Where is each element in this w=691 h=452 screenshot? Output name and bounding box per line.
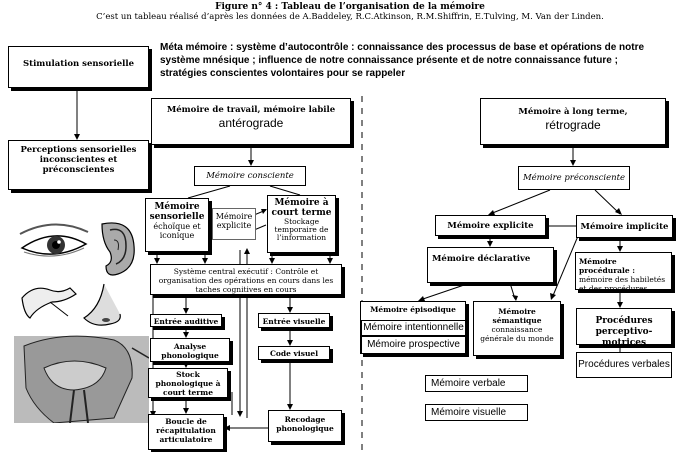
episodic-memory-title: Mémoire épisodique [370,305,456,314]
mouth-section-icon [14,335,149,423]
phonological-analysis-label: Analyse phonologique [161,342,219,360]
semantic-memory-title: Mémoire sémantique [492,307,542,325]
phonological-analysis-box: Analyse phonologique [150,338,230,362]
preconscious-memory-box: Mémoire préconsciente [518,166,630,190]
long-term-memory-box: Mémoire à long terme, rétrograde [480,98,666,145]
stimulation-box: Stimulation sensorielle [8,46,149,88]
long-term-memory-subtitle: rétrograde [545,118,601,132]
procedural-memory-title: Mémoire procédurale : [579,257,636,275]
intentional-memory-box: Mémoire intentionnelle [361,320,466,336]
intentional-memory-label: Mémoire intentionnelle [363,322,464,333]
sensory-memory-title: Mémoire sensorielle [149,202,205,222]
auditory-input-box: Entrée auditive [150,314,222,327]
short-term-memory-sub: Stockage temporaire de l’information [274,217,329,242]
figure-subtitle: C’est un tableau réalisé d’après les don… [96,12,604,22]
working-memory-subtitle: antérograde [218,116,284,130]
conscious-memory-label: Mémoire consciente [206,171,294,181]
prospective-memory-label: Mémoire prospective [367,339,460,350]
conscious-memory-box: Mémoire consciente [194,166,306,186]
semantic-memory-sub: connaissance générale du monde [480,325,554,343]
semantic-memory-box: Mémoire sémantique connaissance générale… [473,301,561,356]
episodic-memory-box: Mémoire épisodique Mémoire intentionnell… [360,301,466,354]
visual-memory-label: Mémoire visuelle [431,407,507,418]
verbal-procedures-box: Procédures verbales [576,352,672,378]
prospective-memory-box: Mémoire prospective [361,336,466,354]
sense-organs-illustration [14,222,149,423]
working-memory-box: Mémoire de travail, mémoire labile antér… [151,98,351,145]
perceptive-motor-label: Procédures perceptivo-motrices [595,316,653,348]
verbal-memory-label: Mémoire verbale [431,378,506,389]
ear-icon [101,222,135,276]
meta-memory-text: Méta mémoire : système d’autocontrôle : … [160,42,645,79]
implicit-memory-box: Mémoire implicite [576,215,673,238]
perceptions-box: Perceptions sensorielles inconscientes e… [8,140,149,190]
verbal-memory-box: Mémoire verbale [425,375,528,392]
central-executive-box: Système central exécutif : Contrôle et o… [150,264,342,295]
auditory-input-label: Entrée auditive [153,317,219,326]
explicit-memory-label: Mémoire explicite [447,221,534,231]
declarative-memory-box: Mémoire déclarative [427,247,554,283]
visual-code-box: Code visuel [258,346,330,360]
long-term-memory-title: Mémoire à long terme, [518,107,628,117]
articulatory-loop-box: Boucle de récapitulation articulatoire [148,414,224,450]
visual-input-label: Entrée visuelle [262,317,326,326]
hand-icon [21,287,77,319]
eye-icon [19,223,89,257]
explicit-memory-small-box: Mémoire explicite [212,208,256,240]
short-term-memory-title: Mémoire à court terme [271,198,332,218]
sensory-memory-box: Mémoire sensorielle échoïque et iconique [145,198,209,252]
explicit-memory-small-label: Mémoire explicite [215,212,253,230]
visual-input-box: Entrée visuelle [258,313,330,328]
central-executive-label: Système central exécutif : Contrôle et o… [158,267,334,294]
procedural-memory-box: Mémoire procédurale : mémoire des habile… [575,252,672,293]
perceptions-label: Perceptions sensorielles inconscientes e… [20,145,137,175]
phonological-stock-label: Stock phonologique à court terme [155,370,221,397]
phonological-stock-box: Stock phonologique à court terme [148,368,228,398]
visual-memory-box: Mémoire visuelle [425,404,528,421]
phonological-recoding-label: Recodage phonologique [276,415,334,433]
figure-title: Figure n° 4 : Tableau de l’organisation … [215,2,485,12]
stimulation-label: Stimulation sensorielle [23,59,134,69]
short-term-memory-box: Mémoire à court terme Stockage temporair… [267,195,336,253]
perceptive-motor-box: Procédures perceptivo-motrices [576,308,672,348]
nose-icon [83,283,121,326]
explicit-memory-box: Mémoire explicite [435,215,546,236]
articulatory-loop-label: Boucle de récapitulation articulatoire [156,417,216,444]
implicit-memory-label: Mémoire implicite [580,222,669,232]
verbal-procedures-label: Procédures verbales [578,359,670,370]
procedural-memory-sub: mémoire des habiletés et des procédures [579,275,666,293]
preconscious-memory-label: Mémoire préconsciente [522,173,626,183]
declarative-memory-label: Mémoire déclarative [432,254,531,264]
visual-code-label: Code visuel [269,349,319,358]
sensory-memory-sub: échoïque et iconique [153,222,201,240]
phonological-recoding-box: Recodage phonologique [268,410,342,442]
working-memory-title: Mémoire de travail, mémoire labile [166,105,336,115]
